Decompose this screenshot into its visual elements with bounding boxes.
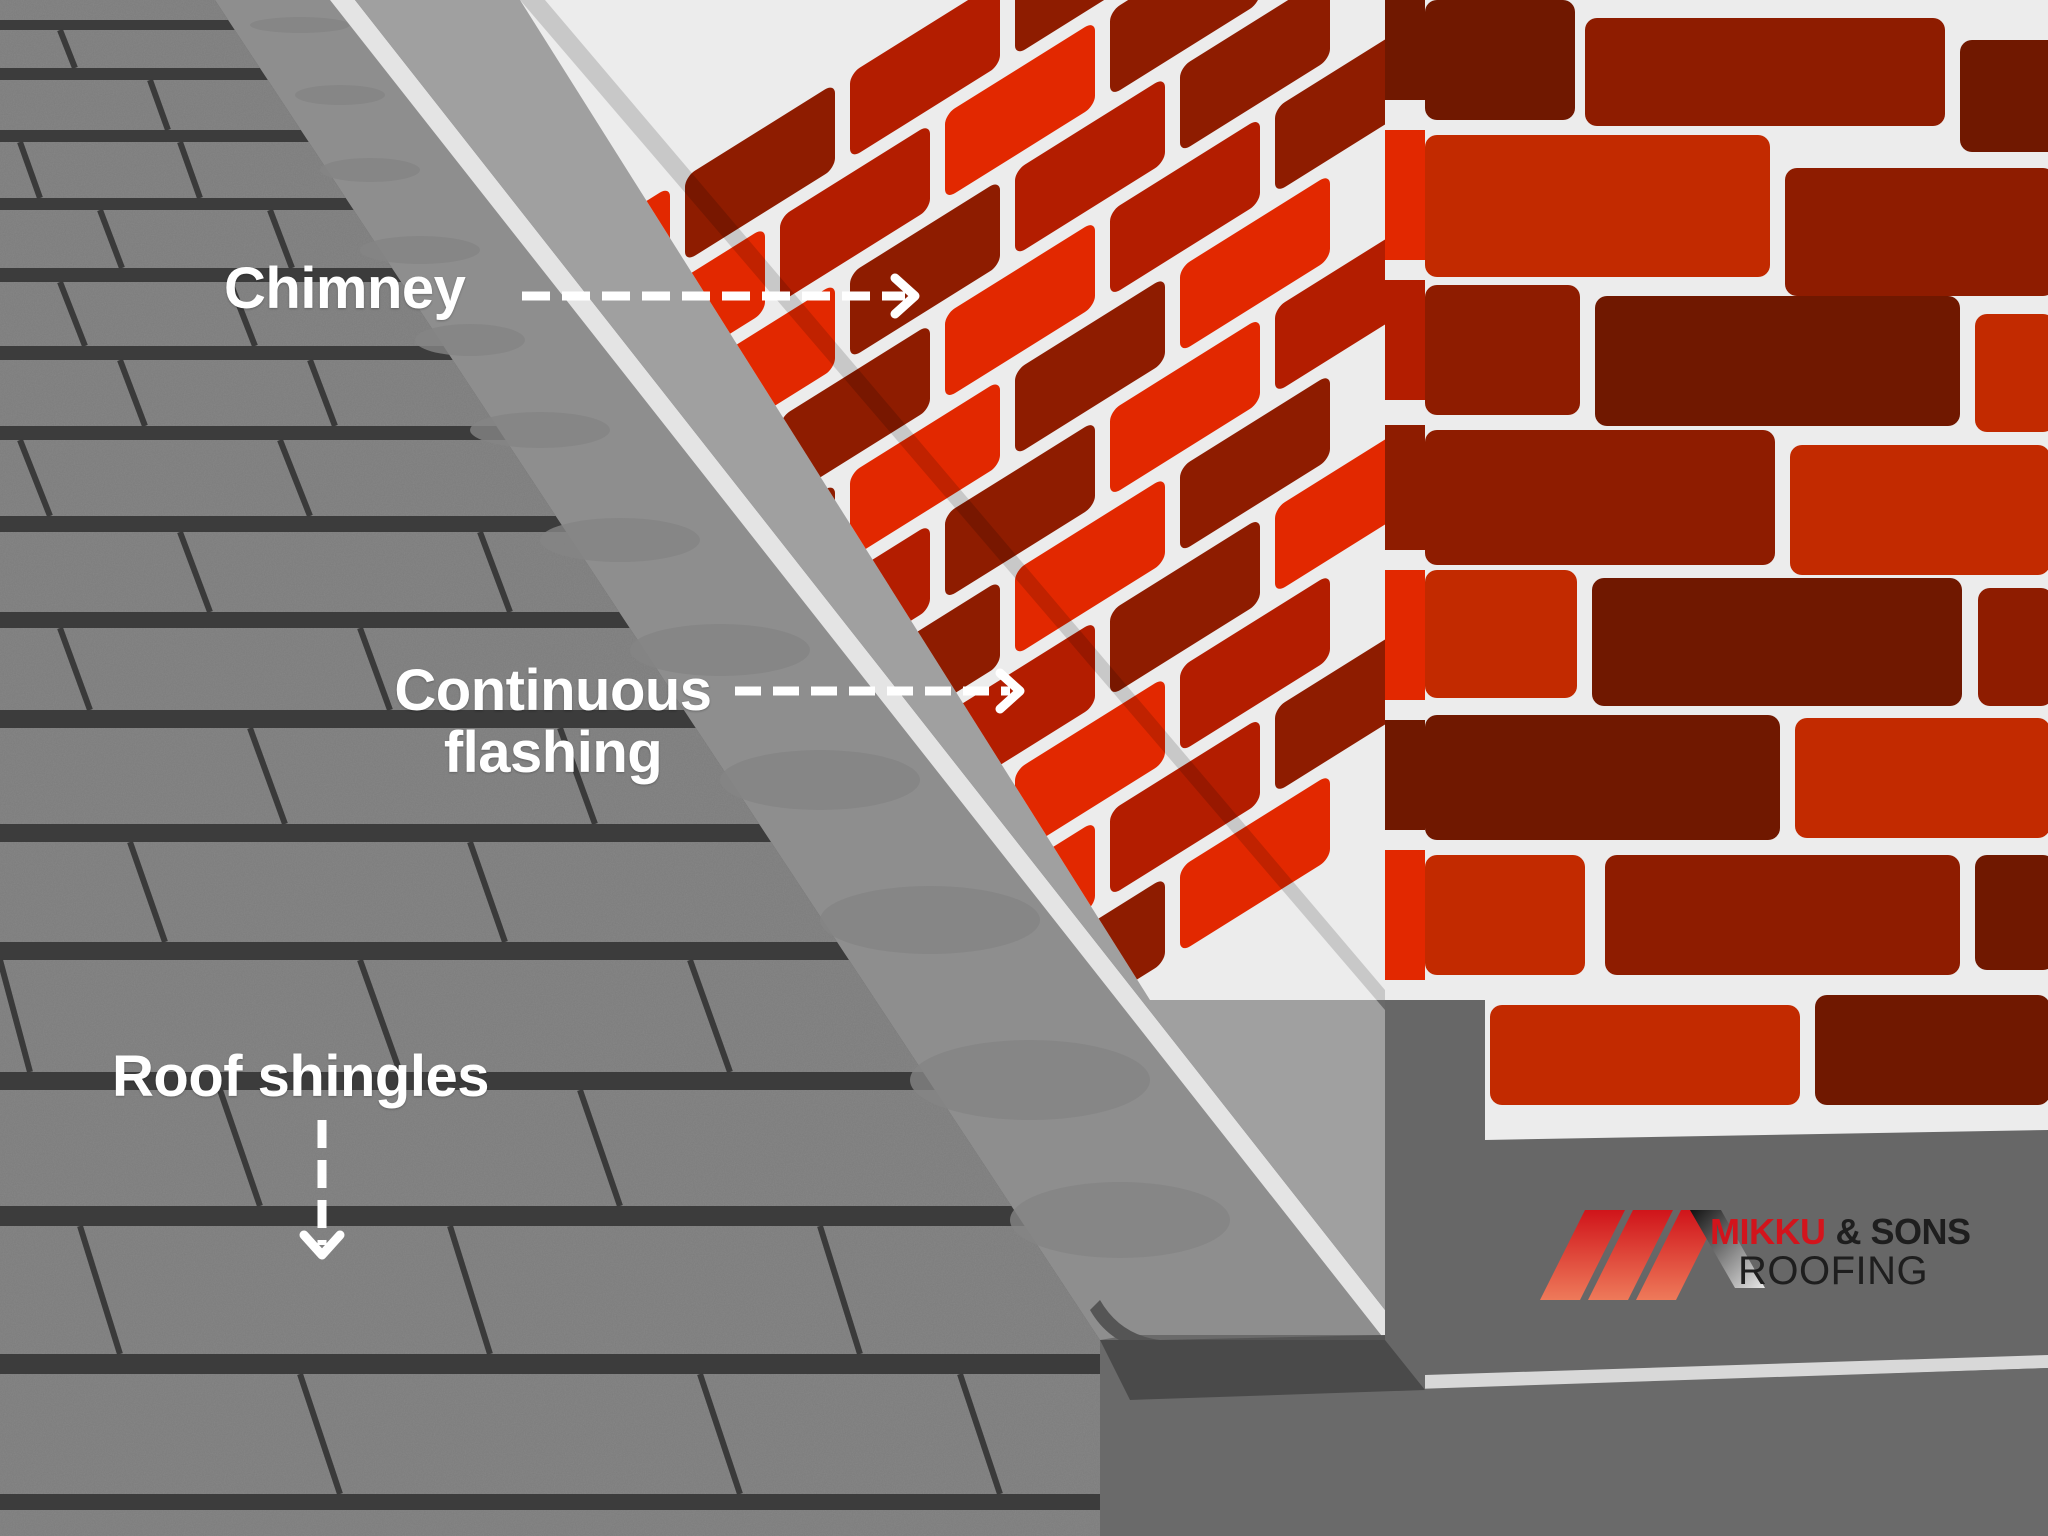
continuous-flashing-label: Continuous flashing bbox=[368, 660, 738, 784]
roof-shingles-label: Roof shingles bbox=[112, 1044, 489, 1109]
logo-subtitle: ROOFING bbox=[1738, 1249, 1929, 1293]
chimney-label: Chimney bbox=[224, 256, 466, 321]
logo-brand-suffix: & SONS bbox=[1835, 1211, 1971, 1252]
company-logo: MIKKU& SONS ROOFING bbox=[1510, 1205, 1990, 1315]
logo-brand-line: MIKKU& SONS bbox=[1710, 1211, 1971, 1253]
shingles-arrow bbox=[299, 1120, 345, 1260]
flashing-arrow bbox=[735, 668, 1025, 714]
chimney-arrow bbox=[522, 273, 920, 319]
continuous-flashing bbox=[215, 0, 1385, 1350]
chimney-front-wall bbox=[1385, 0, 2048, 1000]
roof-stripes-icon bbox=[1540, 1210, 1765, 1300]
logo-brand-name: MIKKU bbox=[1710, 1211, 1826, 1252]
continuous-flashing-label-line2: flashing bbox=[443, 720, 663, 785]
chimney-base-flashing bbox=[1100, 995, 2048, 1536]
continuous-flashing-label-line1: Continuous bbox=[394, 658, 712, 723]
